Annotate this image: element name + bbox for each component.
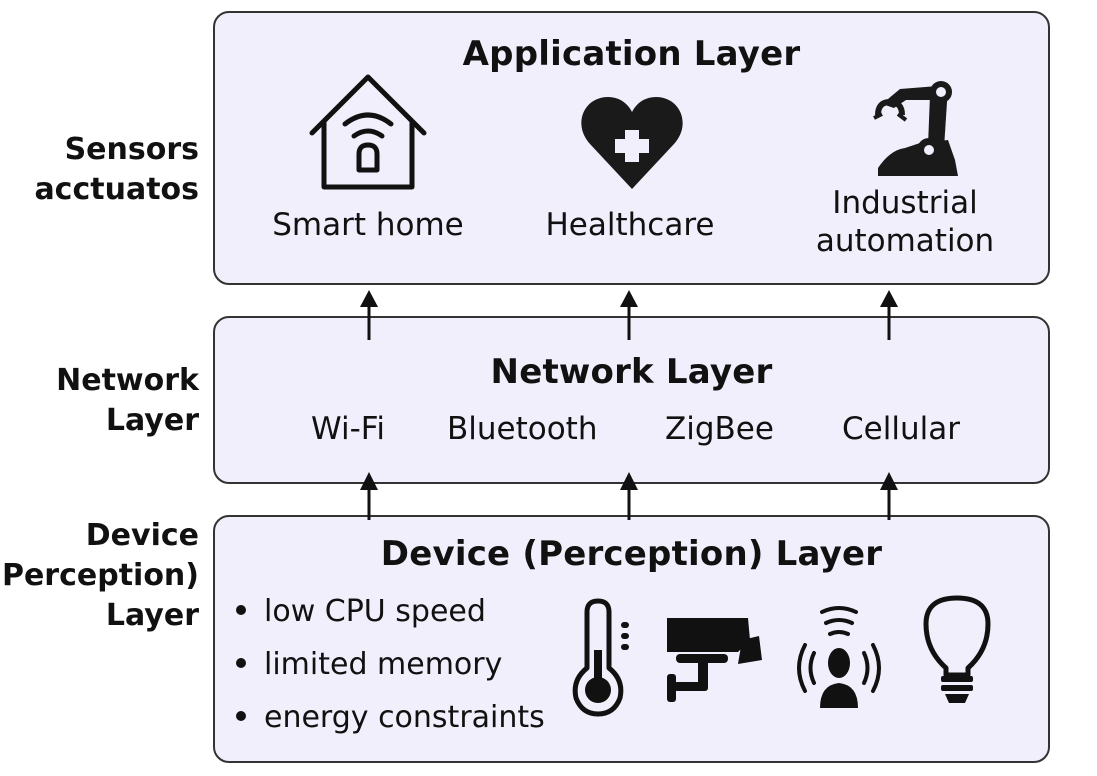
- side-label-network-layer: Network Layer: [56, 361, 199, 441]
- side-label-sensors-actuators: Sensors acctuatos: [34, 130, 199, 210]
- protocol-zigbee: ZigBee: [665, 411, 774, 447]
- label-line: automation: [815, 223, 995, 259]
- network-layer-box: [213, 316, 1050, 484]
- application-layer-title: Application Layer: [462, 34, 801, 74]
- label-line: Industrial: [832, 185, 978, 221]
- protocol-cellular: Cellular: [842, 411, 960, 447]
- side-label-line: Sensors: [64, 132, 199, 167]
- network-layer-title: Network Layer: [490, 352, 773, 392]
- side-label-device-layer: Device (Perception) Layer: [0, 516, 199, 636]
- healthcare-label: Healthcare: [545, 207, 715, 243]
- constraint-text: energy constraints: [264, 700, 545, 735]
- bullet-icon: [236, 604, 246, 615]
- smart-home-label: Smart home: [272, 207, 464, 243]
- side-label-line: (Perception): [0, 558, 199, 593]
- protocol-bluetooth: Bluetooth: [447, 411, 598, 447]
- device-layer-box: [213, 515, 1050, 763]
- constraint-text: low CPU speed: [264, 594, 486, 629]
- side-label-line: acctuatos: [34, 172, 199, 207]
- list-item: low CPU speed: [236, 590, 545, 643]
- side-label-line: Layer: [105, 403, 199, 438]
- side-label-line: Device: [85, 518, 199, 553]
- constraint-text: limited memory: [264, 647, 503, 682]
- list-item: limited memory: [236, 643, 545, 696]
- list-item: energy constraints: [236, 696, 545, 749]
- side-label-line: Network: [56, 363, 199, 398]
- side-label-line: Layer: [105, 598, 199, 633]
- device-constraints-list: low CPU speed limited memory energy cons…: [236, 590, 545, 749]
- bullet-icon: [236, 657, 246, 668]
- industrial-automation-label: Industrial automation: [790, 184, 1020, 260]
- device-layer-title: Device (Perception) Layer: [380, 534, 883, 574]
- protocol-wifi: Wi-Fi: [311, 411, 385, 447]
- bullet-icon: [236, 710, 246, 721]
